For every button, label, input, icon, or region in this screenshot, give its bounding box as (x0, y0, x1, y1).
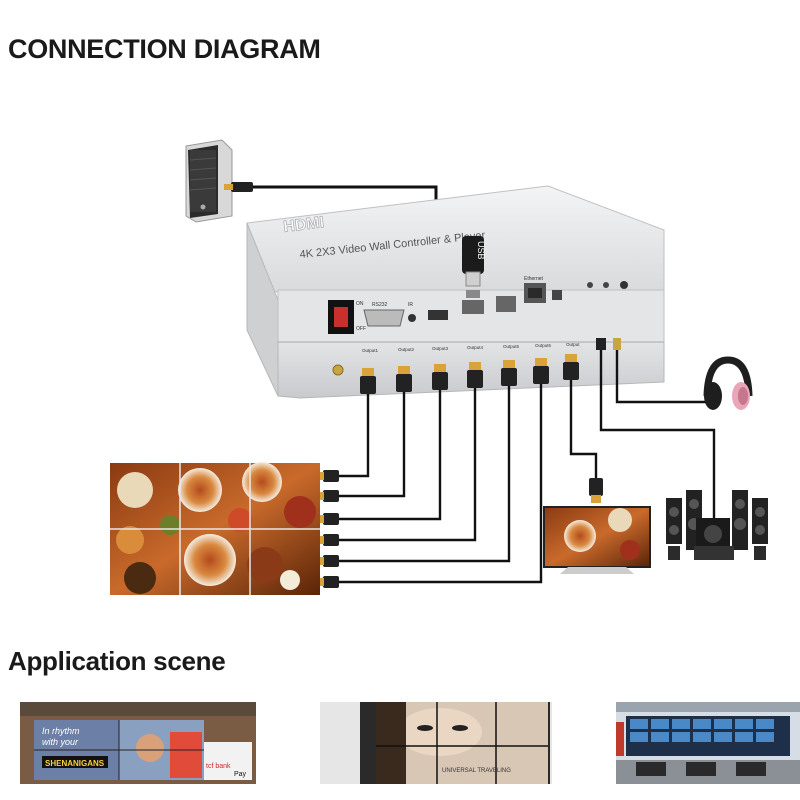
power-on-label: ON (356, 301, 364, 307)
usb-stick: USB (462, 236, 486, 298)
retail-text-line2: with your (42, 737, 79, 747)
headphones (703, 356, 753, 410)
retail-text-line3: SHENANIGANS (45, 759, 105, 768)
video-wall (110, 462, 320, 595)
output-cables (336, 346, 716, 584)
retail-pay: Pay (234, 771, 247, 778)
rs232-port (363, 309, 405, 327)
speaker-system (666, 490, 768, 560)
loop-output-label: Output (566, 342, 580, 347)
application-title: Application scene (8, 646, 226, 676)
output3-label: Output3 (432, 346, 449, 351)
usb-port (462, 300, 484, 314)
output2-label: Output2 (398, 347, 415, 352)
brand-logo: HDMI (282, 214, 325, 236)
retail-brand: tcf bank (206, 763, 231, 770)
power-off-label: OFF (356, 326, 366, 332)
usb-port-2 (496, 296, 516, 312)
retail-text-line1: In rhythm (42, 726, 80, 736)
usb-label: USB (476, 241, 486, 260)
ir-label: IR (408, 302, 413, 308)
tv-display (543, 478, 651, 574)
beauty-text: UNIVERSAL TRAVELING (442, 768, 511, 774)
output1-label: Output1 (362, 348, 379, 353)
scene-retail: In rhythm with your SHENANIGANS tcf bank… (20, 702, 256, 784)
output6-label: Output6 (535, 343, 552, 348)
antenna-connector (332, 364, 344, 376)
media-player-box (185, 139, 233, 223)
scene-beauty: UNIVERSAL TRAVELING (320, 702, 552, 784)
ethernet-label: Ethernet (524, 276, 544, 282)
diagram-title: CONNECTION DIAGRAM (8, 34, 321, 64)
output-plugs (360, 338, 621, 394)
scene-control-room (616, 702, 800, 784)
hdmi-in-port (428, 310, 448, 320)
connection-diagram: HDMI 4K 2X3 Video Wall Controller & Play… (110, 139, 768, 595)
output5-label: Output5 (503, 344, 520, 349)
rs232-label: RS232 (372, 302, 388, 308)
ir-port (408, 314, 416, 322)
wall-plugs (317, 470, 339, 588)
output4-label: Output4 (467, 345, 484, 350)
